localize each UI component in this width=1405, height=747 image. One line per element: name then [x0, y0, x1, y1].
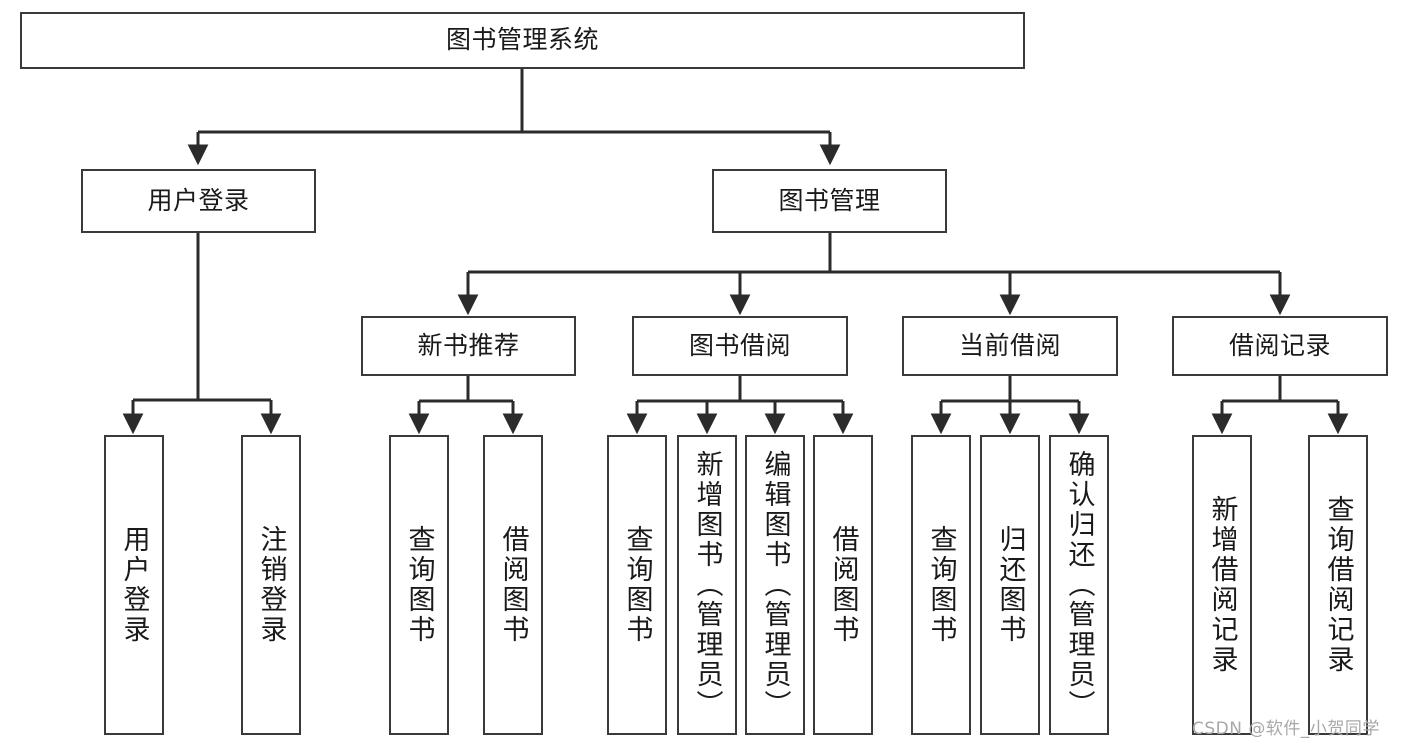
node-label: 借阅图书 — [827, 525, 859, 645]
leaf-add-book[interactable]: 新增图书（管理员） — [677, 435, 737, 735]
node-label: 图书管理系统 — [445, 25, 599, 55]
leaf-user-login[interactable]: 用户登录 — [104, 435, 164, 735]
csdn-watermark: CSDN @软件_小贺同学 — [1192, 719, 1380, 739]
leaf-edit-book[interactable]: 编辑图书（管理员） — [745, 435, 805, 735]
node-root-system[interactable]: 图书管理系统 — [20, 12, 1025, 69]
node-borrow-record[interactable]: 借阅记录 — [1172, 316, 1388, 376]
node-user-login[interactable]: 用户登录 — [81, 169, 316, 233]
node-label: 查询借阅记录 — [1322, 495, 1354, 675]
node-label: 借阅图书 — [497, 525, 529, 645]
node-label: 图书管理 — [778, 185, 881, 215]
leaf-confirm-return[interactable]: 确认归还（管理员） — [1049, 435, 1109, 735]
node-label: 查询图书 — [403, 525, 435, 645]
node-label: 当前借阅 — [958, 330, 1061, 360]
leaf-add-record[interactable]: 新增借阅记录 — [1192, 435, 1252, 735]
leaf-query-book-1[interactable]: 查询图书 — [389, 435, 449, 735]
node-label: 新书推荐 — [417, 330, 520, 360]
leaf-logout-login[interactable]: 注销登录 — [241, 435, 301, 735]
node-label: 新增借阅记录 — [1206, 495, 1238, 675]
leaf-query-book-2[interactable]: 查询图书 — [607, 435, 667, 735]
node-label: 查询图书 — [621, 525, 653, 645]
node-label: 注销登录 — [255, 525, 287, 645]
node-label: 编辑图书（管理员） — [759, 450, 791, 720]
node-book-borrow[interactable]: 图书借阅 — [632, 316, 848, 376]
leaf-query-book-3[interactable]: 查询图书 — [911, 435, 971, 735]
node-label: 用户登录 — [147, 185, 250, 215]
node-label: 确认归还（管理员） — [1063, 450, 1095, 720]
node-new-book-recommend[interactable]: 新书推荐 — [361, 316, 576, 376]
node-label: 借阅记录 — [1228, 330, 1331, 360]
leaf-return-book[interactable]: 归还图书 — [980, 435, 1040, 735]
node-book-manage[interactable]: 图书管理 — [712, 169, 947, 233]
leaf-borrow-book-1[interactable]: 借阅图书 — [483, 435, 543, 735]
leaf-query-record[interactable]: 查询借阅记录 — [1308, 435, 1368, 735]
node-label: 归还图书 — [994, 525, 1026, 645]
node-current-borrow[interactable]: 当前借阅 — [902, 316, 1118, 376]
leaf-borrow-book-2[interactable]: 借阅图书 — [813, 435, 873, 735]
node-label: 图书借阅 — [688, 330, 791, 360]
node-label: 新增图书（管理员） — [691, 450, 723, 720]
node-label: 查询图书 — [925, 525, 957, 645]
node-label: 用户登录 — [118, 525, 150, 645]
